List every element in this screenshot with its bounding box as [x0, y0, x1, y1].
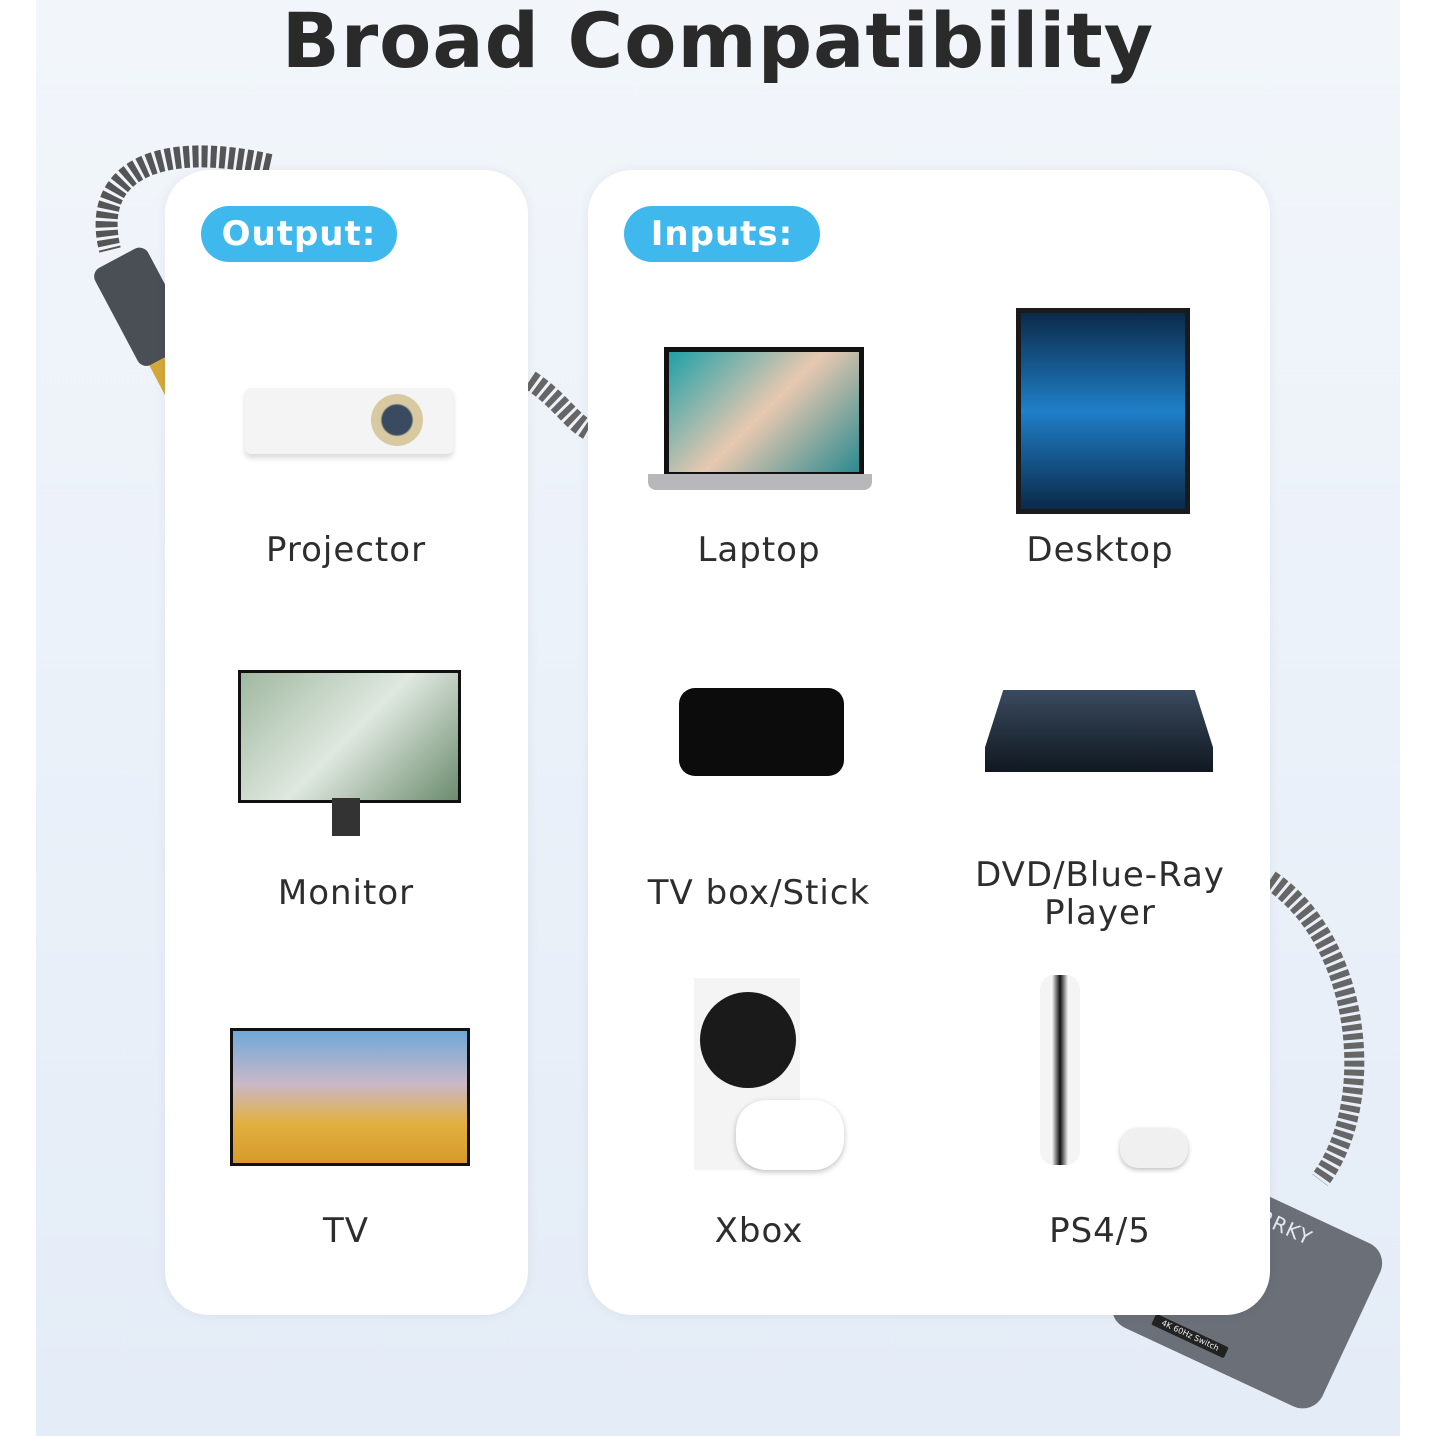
dvd-player-icon: [985, 690, 1213, 772]
device-label: Monitor: [277, 873, 415, 913]
projector-icon: [245, 388, 453, 454]
monitor-stand: [332, 798, 360, 836]
device-label: TV: [322, 1211, 370, 1251]
laptop-base: [648, 474, 872, 490]
device-label: DVD/Blue-Ray Player: [975, 855, 1225, 933]
ps5-icon: [1040, 975, 1080, 1165]
xbox-controller-icon: [736, 1100, 844, 1170]
device-label: Xbox: [714, 1211, 804, 1251]
page-title: Broad Compatibility: [281, 0, 1155, 85]
device-label: PS4/5: [1049, 1211, 1151, 1251]
device-label: TV box/Stick: [647, 873, 871, 913]
inputs-badge: Inputs:: [624, 206, 820, 262]
monitor-icon: [238, 670, 461, 803]
device-label: Projector: [265, 530, 427, 570]
device-label: Laptop: [697, 530, 821, 570]
tv-icon: [230, 1028, 470, 1166]
desktop-icon: [1016, 308, 1190, 514]
output-badge: Output:: [201, 206, 397, 262]
laptop-icon: [664, 347, 864, 477]
device-label: Desktop: [1026, 530, 1174, 570]
ps5-controller-icon: [1120, 1128, 1188, 1168]
tv-box-icon: [679, 688, 844, 776]
